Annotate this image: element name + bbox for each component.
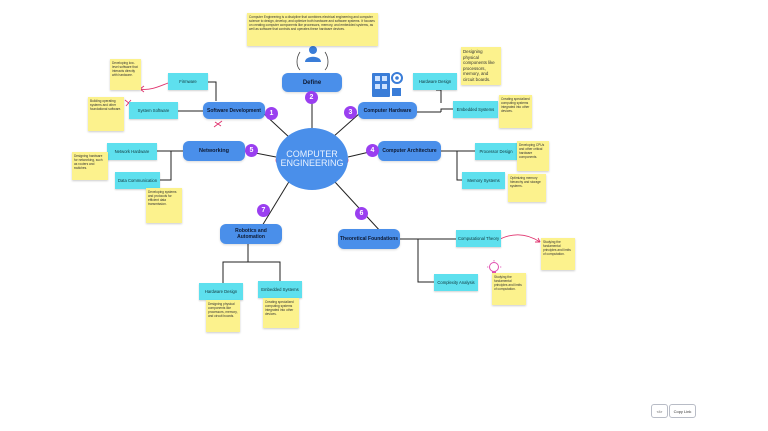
note-system-software: Building operating systems and other fou…	[88, 97, 124, 131]
subtopic-complexity-analysis[interactable]: Complexity Analysis	[434, 274, 478, 291]
branch-networking[interactable]: Networking	[183, 141, 245, 161]
badge-software-development: 1	[265, 107, 278, 120]
subtopic-data-communication[interactable]: Data Communication	[115, 172, 160, 189]
note-computational-theory: Studying the fundamental principles and …	[541, 238, 575, 270]
user-icon	[305, 46, 321, 62]
lightbulb-icon	[487, 260, 502, 274]
badge-theoretical-foundations: 6	[355, 207, 368, 220]
subtopic-processor-design[interactable]: Processor Design	[475, 143, 517, 160]
branch-theoretical-foundations[interactable]: Theoretical Foundations	[338, 229, 400, 249]
note-robot-embedded: Creating specialized computing systems i…	[263, 298, 299, 328]
subtopic-network-hardware[interactable]: Network Hardware	[107, 143, 157, 160]
define-note: Computer Engineering is a discipline tha…	[247, 13, 378, 46]
note-firmware: Developing low-level software that inter…	[110, 59, 141, 90]
subtopic-hardware-design[interactable]: Hardware Design	[413, 73, 457, 90]
central-topic-line1: COMPUTER	[286, 148, 338, 159]
subtopic-memory-systems[interactable]: Memory Systems	[462, 172, 505, 189]
copy-link-button[interactable]: Copy Link	[669, 404, 696, 418]
badge-define: 2	[305, 91, 318, 104]
embed-code-button[interactable]: </>	[651, 404, 668, 418]
branch-software-development[interactable]: Software Development	[203, 102, 265, 119]
badge-computer-architecture: 4	[366, 144, 379, 157]
subtopic-robot-hardware-design[interactable]: Hardware Design	[199, 283, 243, 300]
note-processor: Developing CPUs and other critical hardw…	[517, 141, 549, 171]
branch-robotics-automation[interactable]: Robotics and Automation	[220, 224, 282, 244]
badge-robotics-automation: 7	[257, 204, 270, 217]
note-robot-hardware: Designing physical components like proce…	[206, 300, 240, 332]
note-memory: Optimizing memory hierarchy and storage …	[508, 174, 546, 202]
subtopic-robot-embedded-systems[interactable]: Embedded Systems	[258, 281, 302, 298]
badge-networking: 5	[245, 144, 258, 157]
note-data-communication: Developing systems and protocols for eff…	[146, 188, 182, 223]
note-embedded: Creating specialized computing systems i…	[499, 95, 532, 128]
subtopic-firmware[interactable]: Firmware	[168, 73, 208, 90]
subtopic-system-software[interactable]: System Software	[129, 102, 178, 119]
central-topic[interactable]: COMPUTER ENGINEERING	[276, 128, 348, 190]
note-network-hardware: Designing hardware for networking, such …	[72, 152, 108, 180]
note-hardware: Designing physical components like proce…	[461, 47, 501, 85]
branch-computer-hardware[interactable]: Computer Hardware	[358, 102, 417, 119]
branch-define[interactable]: Define	[282, 73, 342, 92]
subtopic-embedded-systems[interactable]: Embedded Systems	[453, 101, 498, 118]
subtopic-computational-theory[interactable]: Computational Theory	[456, 230, 501, 247]
hardware-icon	[372, 72, 403, 97]
central-topic-line2: ENGINEERING	[280, 158, 344, 168]
badge-computer-hardware: 3	[344, 106, 357, 119]
branch-computer-architecture[interactable]: Computer Architecture	[378, 141, 441, 161]
note-complexity: Studying the fundamental principles and …	[492, 273, 526, 305]
